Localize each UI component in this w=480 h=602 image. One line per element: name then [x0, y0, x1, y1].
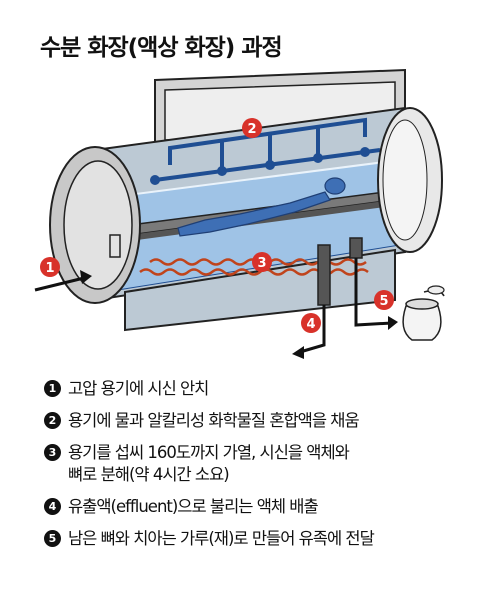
- marker-3: 3: [257, 256, 266, 271]
- step-4: 4 유출액(effluent)으로 불리는 액체 배출: [44, 496, 464, 518]
- step-1-text: 고압 용기에 시신 안치: [68, 379, 209, 398]
- step-5-number: 5: [44, 530, 61, 547]
- marker-4: 4: [306, 317, 315, 332]
- drain-pipes: [317, 237, 363, 306]
- urn-icon: [402, 285, 445, 341]
- step-5: 5 남은 뼈와 치아는 가루(재)로 만들어 유족에 전달: [44, 528, 464, 550]
- step-4-number: 4: [44, 498, 61, 515]
- process-steps-list: 1 고압 용기에 시신 안치 2 용기에 물과 알칼리성 화학물질 혼합액을 채…: [44, 378, 464, 560]
- step-2-number: 2: [44, 412, 61, 429]
- step-1-number: 1: [44, 380, 61, 397]
- step-5-text: 남은 뼈와 치아는 가루(재)로 만들어 유족에 전달: [68, 529, 375, 548]
- spray-nozzles: [150, 147, 370, 185]
- step-1: 1 고압 용기에 시신 안치: [44, 378, 464, 400]
- alkaline-hydrolysis-diagram: 1 2 3 4 5: [34, 68, 445, 359]
- diagram-title: 수분 화장(액상 화장) 과정: [40, 35, 283, 61]
- step-3: 3 용기를 섭씨 160도까지 가열, 시신을 액체와 뼈로 분해(약 4시간 …: [44, 442, 464, 486]
- marker-2: 2: [247, 122, 256, 137]
- marker-5: 5: [379, 294, 388, 309]
- step-2: 2 용기에 물과 알칼리성 화학물질 혼합액을 채움: [44, 410, 464, 432]
- marker-1: 1: [45, 261, 54, 276]
- body-silhouette: [177, 177, 346, 237]
- step-markers: [40, 118, 394, 333]
- vessel-door-left: [49, 146, 141, 304]
- vessel-door-right: [377, 107, 443, 253]
- step-4-text: 유출액(effluent)으로 불리는 액체 배출: [68, 497, 319, 516]
- step-3-text: 용기를 섭씨 160도까지 가열, 시신을 액체와 뼈로 분해(약 4시간 소요…: [68, 443, 350, 484]
- step-2-text: 용기에 물과 알칼리성 화학물질 혼합액을 채움: [68, 411, 360, 430]
- flow-arrows: [34, 258, 393, 354]
- step-3-number: 3: [44, 444, 61, 461]
